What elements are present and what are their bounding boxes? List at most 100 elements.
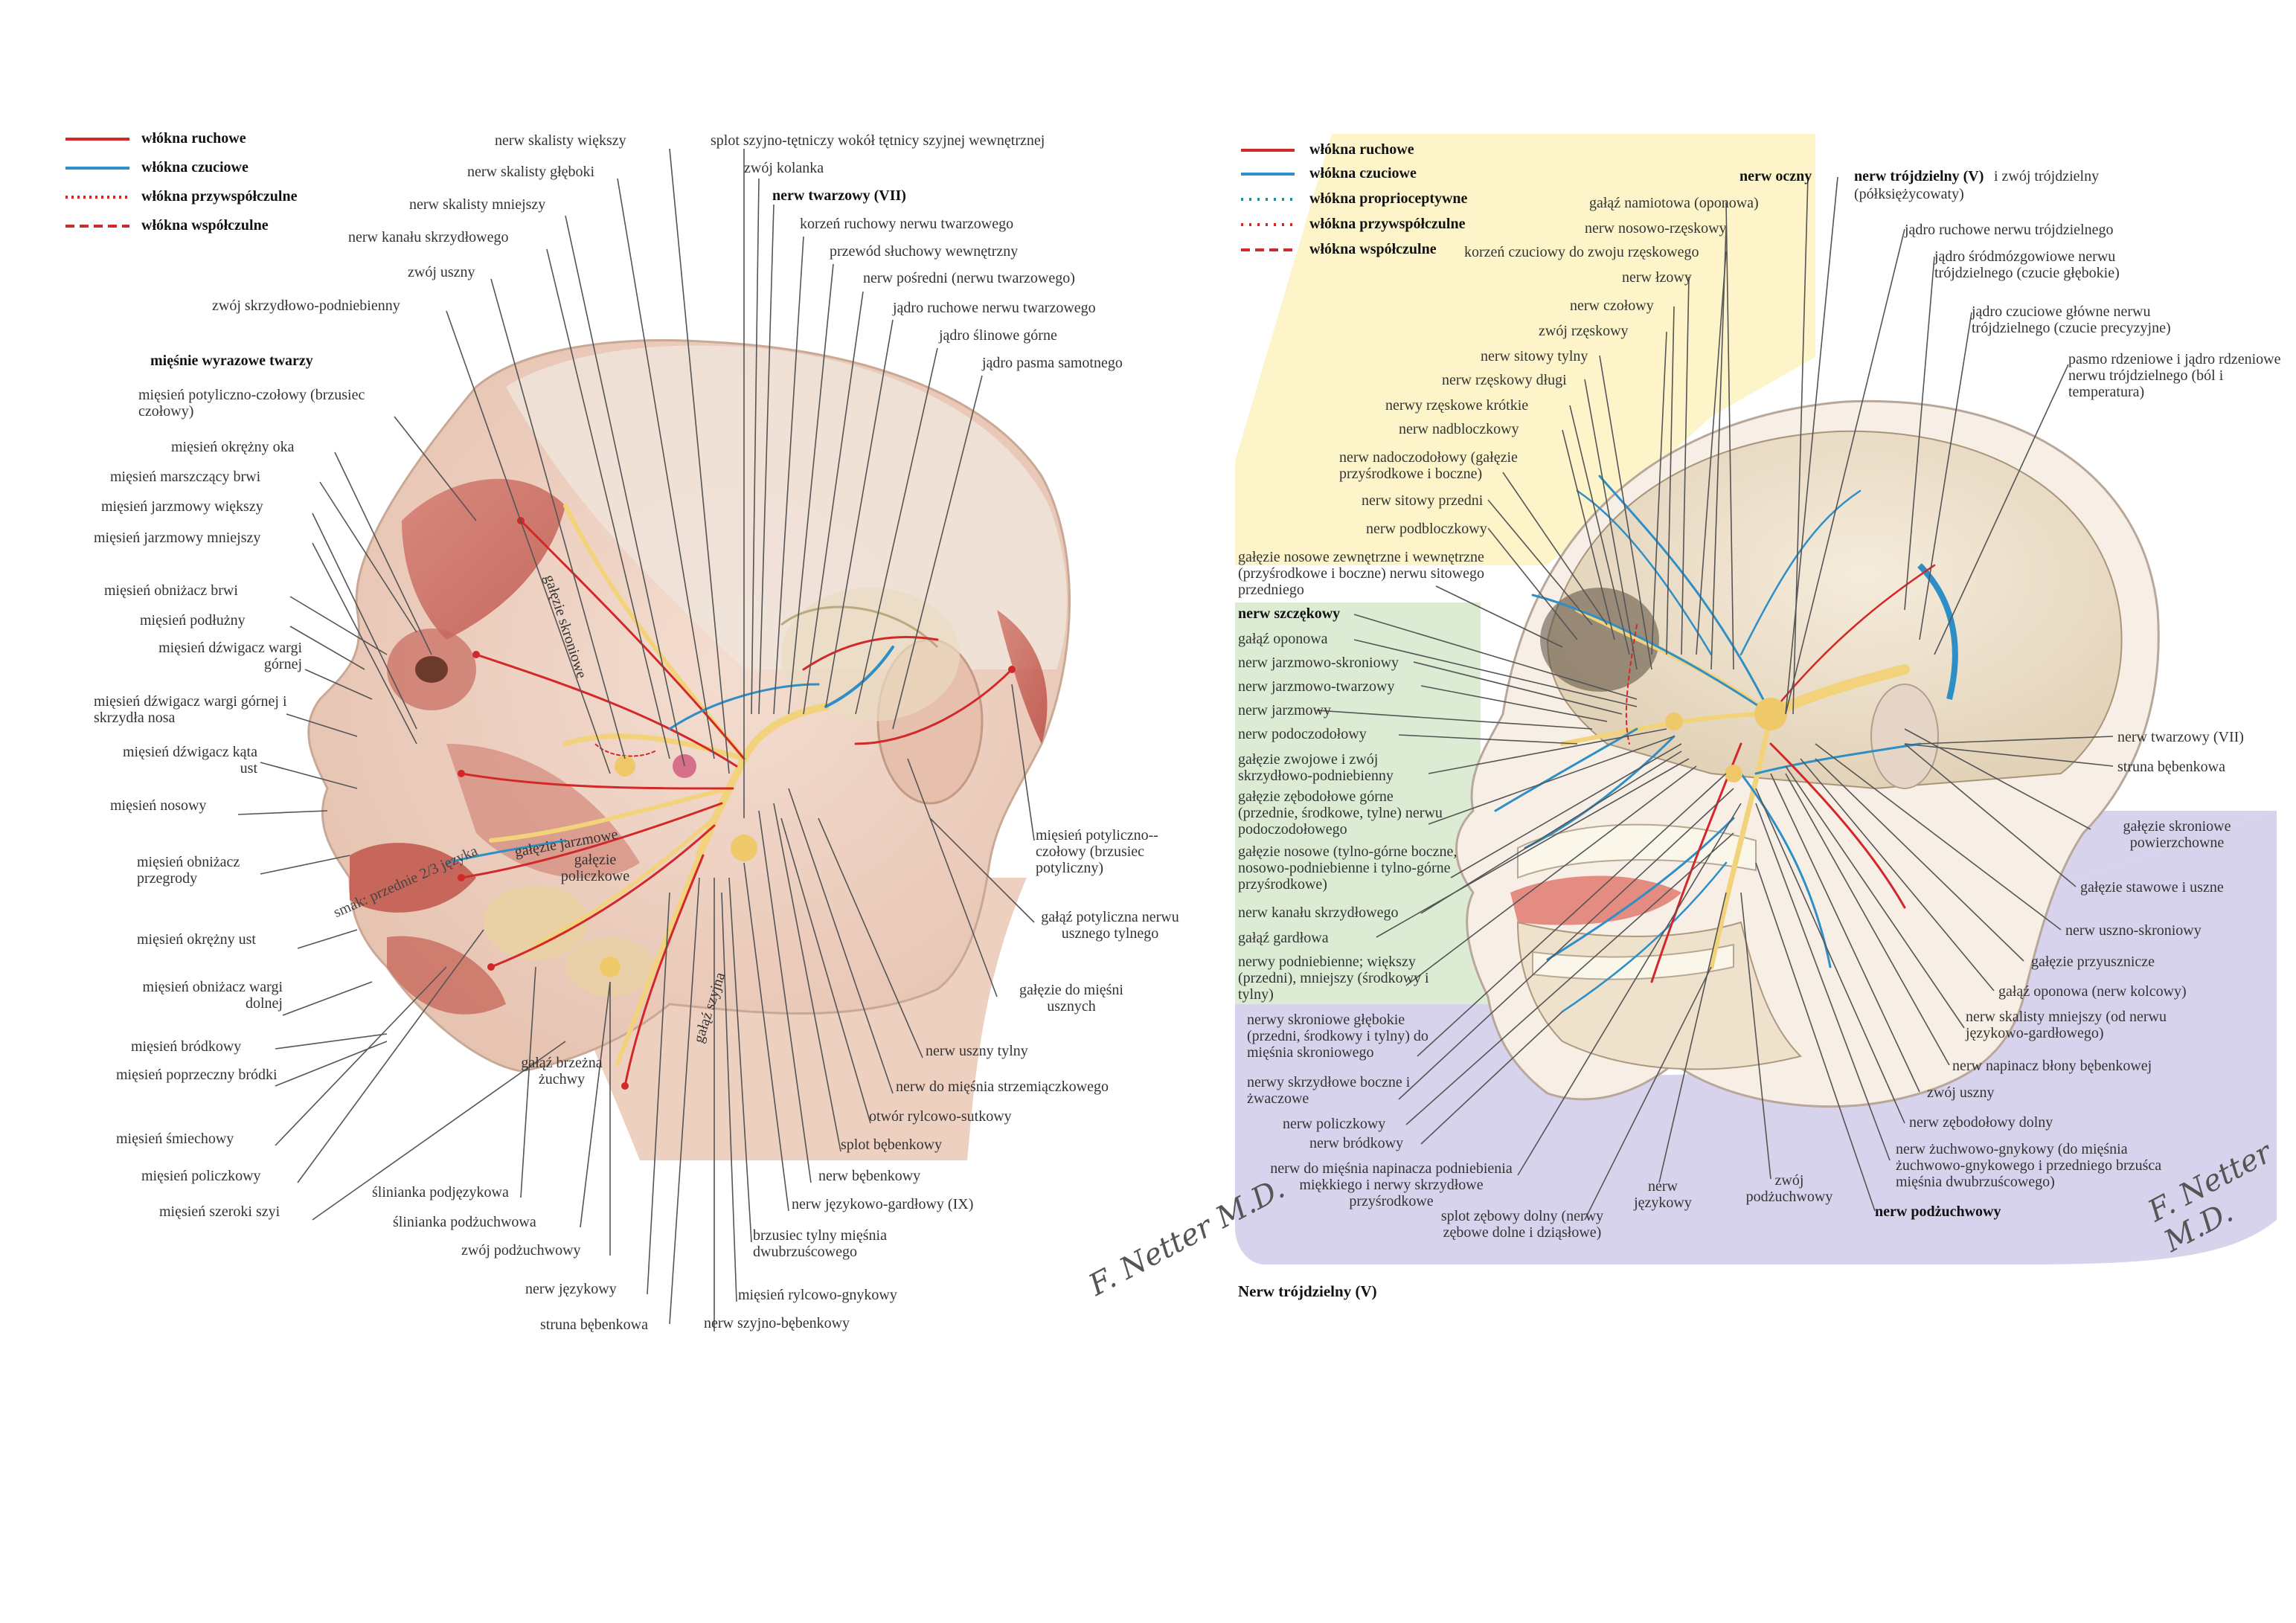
label-lingual-nerve-right: nerw językowy [1634,1178,1692,1211]
left-legend-parasympathetic: włókna przywspółczulne [141,188,298,205]
label-nervus-intermedius: nerw pośredni (nerwu twarzowego) [863,270,1075,286]
label-tensor-veli-palatini-nerve: nerw do mięśnia napinacza podniebienia m… [1270,1160,1513,1209]
label-posterior-ethmoidal-nerve: nerw sitowy tylny [1481,348,1588,364]
label-solitary-tract-nucleus: jądro pasma samotnego [982,355,1123,371]
label-zygomaticofacial-nerve: nerw jarzmowo-twarzowy [1238,678,1395,695]
label-zygomaticotemporal-nerve: nerw jarzmowo-skroniowy [1238,655,1399,671]
label-muscle-levator-anguli-oris: mięsień dźwigacz kąta ust [122,744,257,777]
left-legend-swatches [65,138,129,228]
label-facial-nerve-vii-right: nerw twarzowy (VII) [2117,729,2244,745]
label-chorda-tympani-right: struna bębenkowa [2117,759,2225,775]
label-tensor-tympani-nerve: nerw napinacz błony bębenkowej [1952,1058,2152,1074]
label-facial-motor-root: korzeń ruchowy nerwu twarzowego [800,216,1014,232]
label-muscle-depressor-septi: mięsień obniżacz przegrody [137,854,240,887]
right-legend-sympathetic: włókna współczulne [1309,241,1437,257]
label-stylohyoid-muscle: mięsień rylcowo-gnykowy [738,1287,897,1303]
label-carotid-plexus: splot szyjno-tętniczy wokół tętnicy szyj… [711,132,1045,149]
label-muscle-risorius: mięsień śmiechowy [116,1131,234,1147]
label-muscle-mentalis: mięsień bródkowy [131,1038,242,1055]
label-muscle-orbicularis-oculi: mięsień okrężny oka [171,439,295,455]
label-stapedius-nerve: nerw do mięśnia strzemiączkowego [896,1079,1109,1095]
label-facial-nerve-vii: nerw twarzowy (VII) [772,187,906,204]
label-lesser-petrosal-nerve: nerw skalisty mniejszy [409,196,546,213]
label-trigeminal-ganglion: i zwój trójdzielny [1994,168,2100,184]
label-muscle-nasalis: mięsień nosowy [110,797,207,814]
label-marginal-mandibular-branch: gałąź brzeżna żuchwy [521,1055,603,1087]
label-muscle-corrugator: mięsień marszczący brwi [110,469,261,485]
label-submandibular-gland: ślinianka podżuchwowa [393,1214,536,1230]
label-deep-petrosal-nerve: nerw skalisty głęboki [467,164,595,180]
label-muscle-platysma: mięsień szeroki szyi [159,1203,280,1220]
label-spinal-trigeminal-nucleus: pasmo rdzeniowe i jądro rdzeniowe nerwu … [2068,351,2281,400]
label-facial-motor-nucleus: jądro ruchowe nerwu twarzowego [893,300,1096,316]
label-caroticotympanic-nerve: nerw szyjno-bębenkowy [704,1315,850,1331]
label-ganglionic-branches: gałęzie zwojowe i zwój skrzydłowo-podnie… [1238,751,1394,784]
label-pterygoid-canal-nerve-right: nerw kanału skrzydłowego [1238,904,1399,921]
label-ophthalmic-nerve: nerw oczny [1739,168,1812,184]
label-facial-expression-muscles-title: mięśnie wyrazowe twarzy [150,353,313,369]
left-leader-lines [237,148,1035,1331]
label-zygomatic-nerve: nerw jarzmowy [1238,702,1331,719]
label-muscle-zygomaticus-minor: mięsień jarzmowy mniejszy [94,530,261,546]
label-pharyngeal-branch: gałąź gardłowa [1238,930,1329,946]
label-auricular-muscle-branches: gałęzie do mięśni usznych [1019,982,1123,1015]
left-legend-motor: włókna ruchowe [141,130,246,147]
label-submandibular-ganglion: zwój podżuchwowy [461,1242,581,1259]
label-principal-sensory-nucleus: jądro czuciowe główne nerwu trójdzielneg… [1972,303,2171,336]
label-internal-acoustic-meatus: przewód słuchowy wewnętrzny [830,243,1019,260]
label-occipital-branch-posterior-auricular: gałąź potyliczna nerwu usznego tylnego [1041,909,1179,942]
label-inferior-alveolar-nerve: nerw zębodołowy dolny [1909,1114,2053,1131]
right-figure-caption: Nerw trójdzielny (V) [1238,1282,1377,1300]
label-lesser-petrosal-right: nerw skalisty mniejszy (od nerwu językow… [1966,1009,2167,1041]
label-spinous-nerve: gałąź oponowa (nerw kolcowy) [1998,983,2187,1000]
label-tympanic-plexus: splot bębenkowy [841,1137,943,1153]
label-chorda-tympani: struna bębenkowa [540,1317,648,1333]
left-legend-sensory: włókna czuciowe [141,159,248,176]
label-articular-auricular-branches: gałęzie stawowe i uszne [2080,879,2224,896]
label-frontal-nerve: nerw czołowy [1570,298,1654,314]
right-legend-swatches [1241,149,1295,251]
label-ciliary-sensory-root: korzeń czuciowy do zwoju rzęskowego [1464,244,1699,260]
label-tentorial-branch: gałąź namiotowa (oponowa) [1589,195,1759,211]
label-mylohyoid-nerve: nerw żuchwowo-gnykowy (do mięśnia żuchwo… [1896,1141,2162,1190]
label-trigeminal-motor-nucleus: jądro ruchowe nerwu trójdzielnego [1905,222,2114,238]
right-legend-sensory: włókna czuciowe [1309,165,1417,181]
label-mandibular-nerve: nerw podżuchwowy [1875,1203,2001,1220]
label-short-ciliary-nerves: nerwy rzęskowe krótkie [1385,397,1529,414]
label-buccal-branches: gałęzie policzkowe [560,852,630,884]
label-semilunar: (półksiężycowaty) [1854,186,1964,202]
left-legend-sympathetic: włókna współczulne [141,217,269,234]
right-legend-parasympathetic: włókna przywspółczulne [1309,216,1466,232]
label-mesencephalic-nucleus: jądro śródmózgowiowe nerwu trójdzielnego… [1934,248,2120,281]
label-otic-ganglion: zwój uszny [408,264,475,280]
label-maxillary-meningeal-branch: gałąź oponowa [1238,631,1328,647]
label-posterior-auricular-nerve: nerw uszny tylny [926,1043,1028,1059]
label-anterior-ethmoidal-nerve: nerw sitowy przedni [1362,492,1484,509]
label-trigeminal-nerve: nerw trójdzielny (V) [1854,168,1984,184]
label-lacrimal-nerve: nerw łzowy [1622,269,1692,286]
label-infraorbital-nerve: nerw podoczodołowy [1238,726,1367,742]
label-muscle-depressor-labii: mięsień obniżacz wargi dolnej [142,979,283,1012]
right-legend-proprioceptive: włókna proprioceptywne [1309,190,1468,207]
label-digastric-posterior-belly: brzusiec tylny mięśnia dwubrzuścowego [753,1227,887,1260]
label-mental-nerve: nerw bródkowy [1309,1135,1404,1151]
label-nasal-branches-ethmoidal: gałęzie nosowe zewnętrzne i wewnętrzne (… [1238,549,1485,598]
label-muscle-buccinator: mięsień policzkowy [141,1168,261,1184]
label-superior-alveolar-branches: gałęzie zębodołowe górne (przednie, środ… [1238,788,1443,838]
label-deep-temporal-nerves: nerwy skroniowe głębokie (przedni, środk… [1247,1012,1428,1061]
label-superficial-temporal-branches: gałęzie skroniowe powierzchowne [2123,818,2231,851]
label-buccal-nerve: nerw policzkowy [1283,1116,1386,1132]
label-pterygoid-canal-nerve: nerw kanału skrzydłowego [348,229,509,245]
label-nasal-branches-posterior: gałęzie nosowe (tylno-górne boczne, noso… [1238,843,1458,893]
label-nasociliary-nerve: nerw nosowo-rzęskowy [1585,220,1727,237]
label-muscle-levator-labii-alaeque: mięsień dźwigacz wargi górnej i skrzydła… [94,693,287,726]
right-legend-motor: włókna ruchowe [1309,141,1414,158]
label-muscle-orbicularis-oris: mięsień okrężny ust [137,931,256,948]
label-occipital-belly: mięsień potyliczno--czołowy (brzusiec po… [1036,827,1158,876]
label-greater-petrosal-nerve: nerw skalisty większy [495,132,626,149]
label-lateral-pterygoid-masseteric: nerwy skrzydłowe boczne i żwaczowe [1247,1074,1411,1107]
label-otic-ganglion-right: zwój uszny [1927,1084,1995,1101]
label-ciliary-ganglion: zwój rzęskowy [1539,323,1629,339]
label-pterygopalatine-ganglion: zwój skrzydłowo-podniebienny [212,298,400,314]
right-leader-lines [1316,176,2114,1221]
